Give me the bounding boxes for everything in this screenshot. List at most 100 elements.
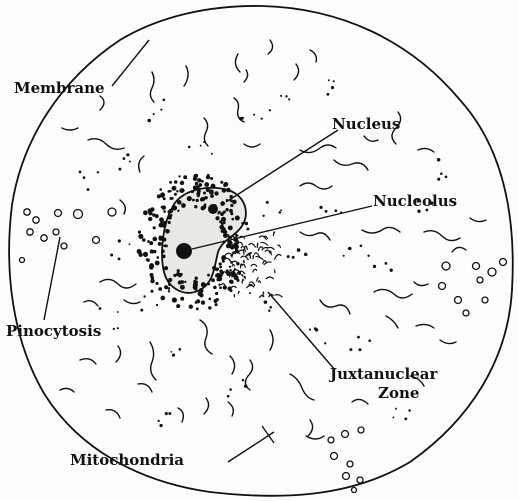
- juxtanuclear-curl: [242, 279, 244, 283]
- label-juxtanuclear: Juxtanuclear: [330, 366, 437, 383]
- granule-dot: [287, 255, 290, 258]
- perinuclear-granule: [216, 278, 219, 281]
- perinuclear-granule: [189, 305, 193, 309]
- perinuclear-granule: [214, 191, 218, 195]
- granule-dot: [143, 295, 145, 297]
- perinuclear-granule: [176, 304, 180, 308]
- granule-dot: [118, 168, 121, 171]
- juxtanuclear-curl: [241, 275, 243, 277]
- juxtanuclear-curl: [253, 256, 254, 260]
- granule-dot: [268, 310, 270, 312]
- label-mitochondria: Mitochondria: [70, 452, 184, 469]
- juxtanuclear-curl: [249, 244, 256, 248]
- granule-dot: [203, 141, 205, 143]
- juxtanuclear-curl: [232, 253, 235, 258]
- perinuclear-granule: [161, 249, 165, 253]
- granule-dot: [140, 309, 143, 312]
- perinuclear-granule: [191, 190, 194, 193]
- granule-dot: [297, 248, 301, 252]
- perinuclear-granule: [169, 197, 172, 200]
- granule-dot: [261, 118, 263, 120]
- perinuclear-granule: [211, 278, 215, 282]
- granule-dot: [211, 153, 213, 155]
- granule-dot: [153, 113, 155, 115]
- perinuclear-granule: [229, 209, 233, 213]
- perinuclear-granule: [234, 244, 239, 249]
- granule-dot: [385, 262, 388, 265]
- granule-dot: [367, 255, 369, 257]
- granule-dot: [292, 256, 295, 259]
- perinuclear-granule: [203, 191, 206, 194]
- juxtanuclear-curl: [253, 269, 257, 272]
- perinuclear-granule: [222, 188, 227, 193]
- perinuclear-granule: [183, 175, 187, 179]
- granule-dot: [178, 348, 180, 350]
- perinuclear-granule: [147, 240, 150, 243]
- juxtanuclear-curl: [273, 232, 274, 236]
- perinuclear-granule: [164, 285, 168, 289]
- perinuclear-granule: [160, 296, 165, 301]
- perinuclear-granule: [223, 240, 225, 242]
- juxtanuclear-curl: [238, 291, 239, 294]
- perinuclear-granule: [177, 269, 180, 272]
- granule-dot: [360, 245, 363, 248]
- perinuclear-granule: [168, 290, 170, 292]
- juxtanuclear-curl: [246, 286, 253, 289]
- granule-dot: [358, 348, 361, 351]
- perinuclear-granule: [196, 199, 199, 202]
- leader-line-juxtanuclear: [268, 292, 335, 370]
- granule-dot: [188, 146, 191, 149]
- granule-dot: [368, 339, 371, 342]
- perinuclear-granule: [137, 249, 142, 254]
- granule-dot: [110, 253, 113, 256]
- perinuclear-granule: [180, 297, 184, 301]
- perinuclear-granule: [226, 199, 228, 201]
- perinuclear-granule: [201, 300, 205, 304]
- perinuclear-granule: [149, 241, 153, 245]
- juxtanuclear-curl: [274, 270, 275, 274]
- perinuclear-granule: [230, 204, 233, 207]
- perinuclear-granule: [172, 205, 177, 210]
- perinuclear-granule: [138, 231, 141, 234]
- granule-dot: [147, 119, 151, 123]
- perinuclear-granule: [232, 200, 237, 205]
- juxtanuclear-curl: [244, 276, 245, 279]
- granule-dot: [340, 211, 342, 213]
- perinuclear-granule: [226, 188, 231, 193]
- juxtanuclear-curl: [261, 242, 269, 245]
- granule-dot: [445, 175, 448, 178]
- juxtanuclear-curl: [263, 292, 264, 297]
- granule-dot: [170, 351, 172, 353]
- perinuclear-granule: [211, 184, 216, 189]
- granule-dot: [349, 348, 352, 351]
- perinuclear-granule: [229, 266, 231, 268]
- granule-dot: [437, 158, 441, 162]
- juxtanuclear-curl: [274, 254, 281, 259]
- granule-dot: [417, 210, 420, 213]
- perinuclear-granule: [221, 217, 226, 222]
- perinuclear-granule: [235, 241, 238, 244]
- granule-dot: [241, 117, 244, 120]
- perinuclear-granule: [219, 286, 222, 289]
- perinuclear-granule: [155, 261, 160, 266]
- perinuclear-granule: [164, 266, 168, 270]
- granule-dot: [150, 290, 153, 293]
- perinuclear-granule: [235, 215, 240, 220]
- perinuclear-granule: [223, 230, 227, 234]
- perinuclear-granule: [227, 234, 230, 237]
- perinuclear-granule: [220, 212, 224, 216]
- perinuclear-granule: [176, 272, 180, 276]
- granule-dot: [264, 300, 268, 304]
- granule-dot: [357, 336, 360, 339]
- perinuclear-granule: [163, 210, 166, 213]
- perinuclear-granule: [169, 209, 174, 214]
- perinuclear-granule: [143, 252, 148, 257]
- perinuclear-granule: [231, 218, 234, 221]
- perinuclear-granule: [225, 208, 228, 211]
- perinuclear-granule: [159, 188, 162, 191]
- perinuclear-granule: [169, 181, 172, 184]
- perinuclear-granule: [193, 174, 197, 178]
- juxtanuclear-curl: [243, 261, 244, 264]
- perinuclear-granule: [149, 265, 154, 270]
